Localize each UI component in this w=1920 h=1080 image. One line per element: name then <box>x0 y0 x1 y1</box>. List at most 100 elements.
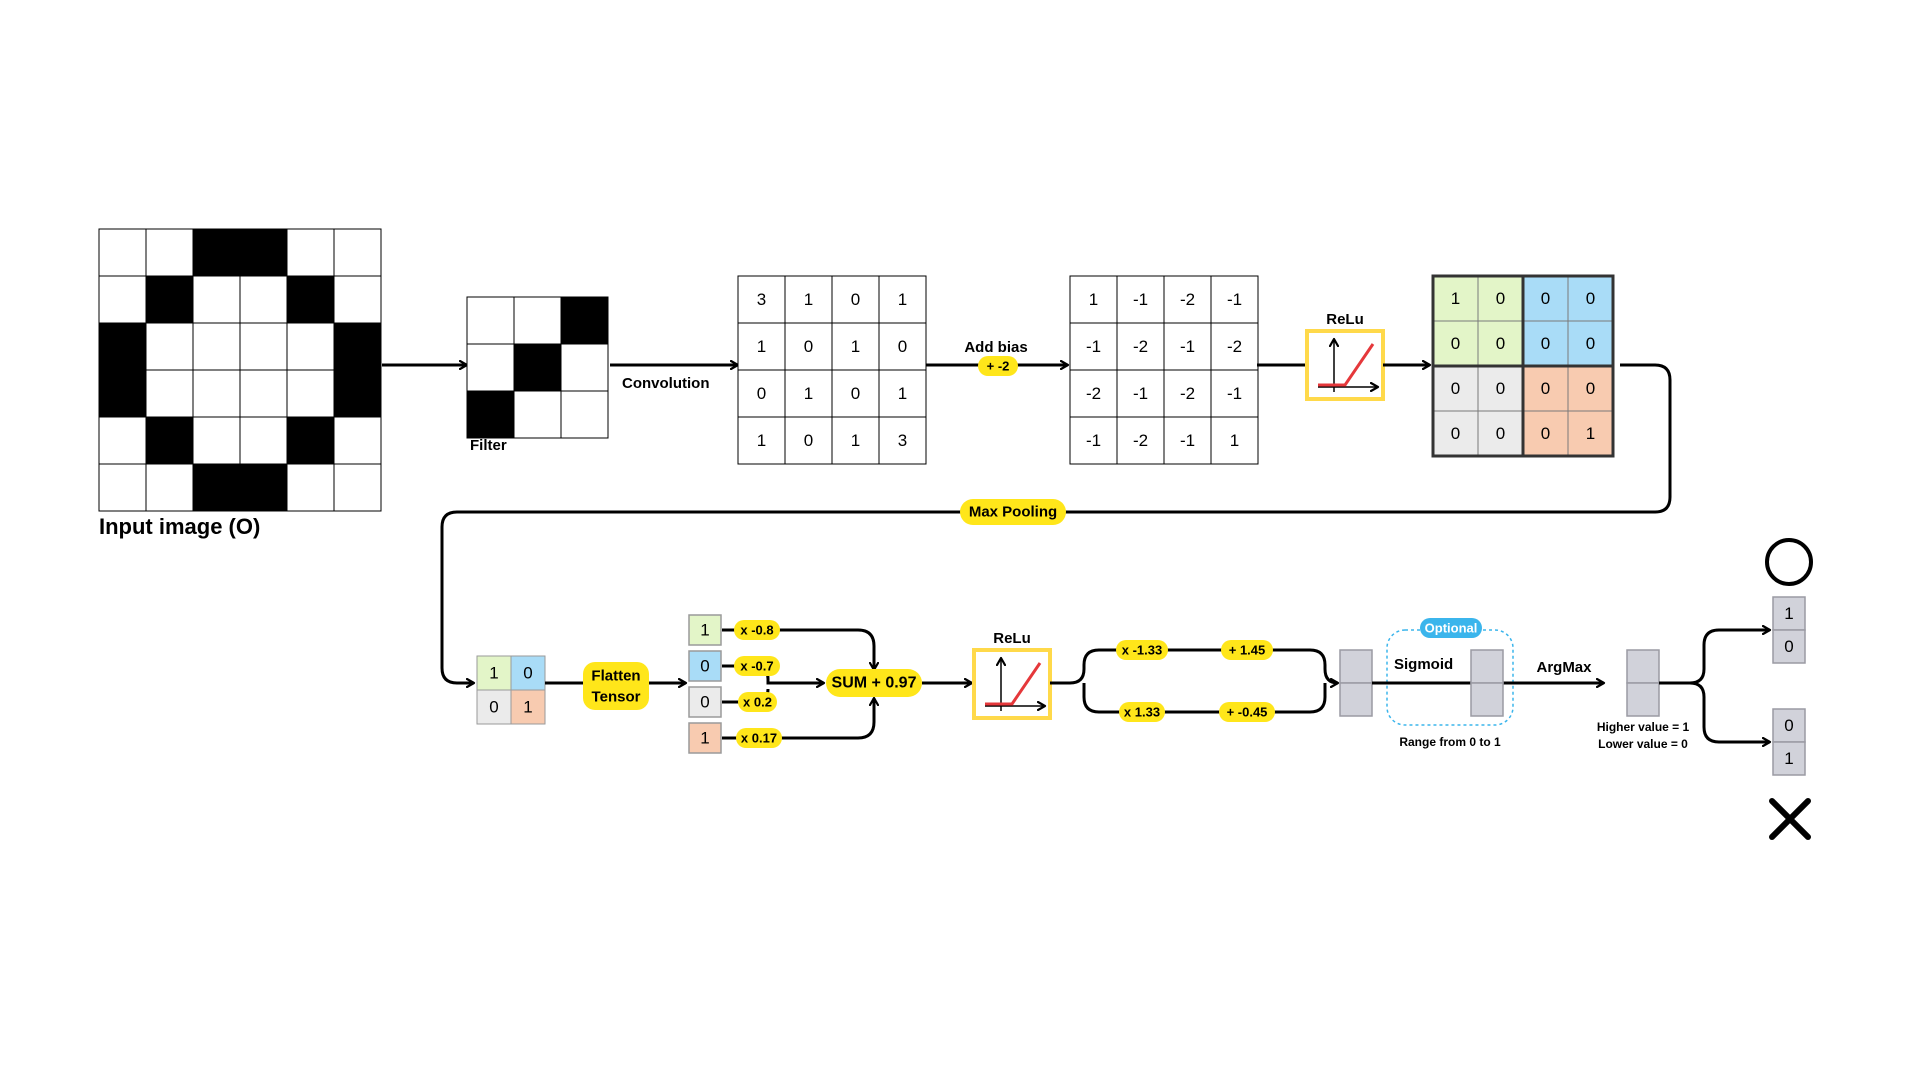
sigmoid-vector <box>1470 649 1504 717</box>
output-cell <box>1772 629 1806 664</box>
pixel-cell <box>333 369 382 418</box>
matrix-value: 1 <box>898 290 907 309</box>
branch-bottom-connector <box>1082 683 1327 714</box>
matrix-value: 1 <box>757 337 766 356</box>
circle-icon <box>1765 538 1813 586</box>
matrix-value: 1 <box>1089 290 1098 309</box>
matrix-value: 0 <box>804 337 813 356</box>
pixel-cell <box>333 275 382 324</box>
branch-top-weight: x -1.33 <box>1122 643 1162 658</box>
output-value: 0 <box>1784 637 1793 656</box>
pixel-cell <box>192 416 241 465</box>
pixel-cell <box>239 416 288 465</box>
pixel-cell <box>98 322 147 371</box>
pixel-cell <box>239 322 288 371</box>
filter-grid <box>466 296 609 439</box>
relu-label-1: ReLu <box>1326 311 1364 328</box>
weight-label: x -0.8 <box>740 623 773 638</box>
pixel-cell <box>466 390 515 439</box>
pixel-cell <box>466 296 515 345</box>
pixel-cell <box>145 228 194 277</box>
matrix-value: 0 <box>757 384 766 403</box>
matrix-value: 1 <box>851 337 860 356</box>
pixel-cell <box>192 369 241 418</box>
matrix-value: 1 <box>851 431 860 450</box>
matrix-cell <box>510 655 546 691</box>
matrix-value: 0 <box>851 290 860 309</box>
matrix-cell <box>784 322 833 371</box>
matrix-cell <box>1210 275 1259 324</box>
bias-value: + -2 <box>987 359 1010 374</box>
matrix-value: -1 <box>1133 384 1148 403</box>
bias-pill <box>978 356 1018 376</box>
sigmoid-note: Range from 0 to 1 <box>1399 735 1501 749</box>
argmax-vector <box>1626 649 1660 717</box>
weight-connector-4 <box>722 698 874 740</box>
matrix-cell <box>1210 369 1259 418</box>
weight-label: x 0.17 <box>741 731 777 746</box>
matrix-value: 0 <box>1496 424 1505 443</box>
pixel-cell <box>286 416 335 465</box>
matrix-value: 0 <box>523 664 532 683</box>
flattened-value: 0 <box>700 693 709 712</box>
logits-vector <box>1339 649 1373 717</box>
argmax-note-1: Higher value = 1 <box>1597 720 1690 734</box>
cross-icon <box>1769 798 1811 840</box>
matrix-value: 1 <box>1230 431 1239 450</box>
matrix-value: 3 <box>898 431 907 450</box>
matrix-value: 0 <box>1541 379 1550 398</box>
matrix-cell <box>878 369 927 418</box>
pixel-cell <box>286 369 335 418</box>
matrix-value: 0 <box>1451 379 1460 398</box>
pixel-cell <box>333 228 382 277</box>
matrix-cell <box>878 416 927 465</box>
sum-pill <box>826 669 922 697</box>
pixel-cell <box>513 343 562 392</box>
output-o-vector: 10 <box>1772 596 1806 664</box>
pixel-cell <box>98 275 147 324</box>
matrix-value: -1 <box>1086 431 1101 450</box>
pixel-cell <box>286 275 335 324</box>
output-value: 0 <box>1784 716 1793 735</box>
pixel-cell <box>192 275 241 324</box>
pixel-cell <box>98 228 147 277</box>
weight-pills: x -0.8x -0.7x 0.2x 0.17 <box>734 620 782 748</box>
matrix-cell <box>510 689 546 725</box>
matrix-value: -2 <box>1180 384 1195 403</box>
matrix-cell <box>1116 275 1165 324</box>
matrix-value: -2 <box>1086 384 1101 403</box>
branch-top-bias: + 1.45 <box>1229 643 1266 658</box>
matrix-cell <box>1567 320 1614 367</box>
matrix-cell <box>1116 322 1165 371</box>
pixel-cell <box>145 275 194 324</box>
matrix-cell <box>1477 320 1524 367</box>
relu-icon-2 <box>972 648 1052 720</box>
convolution-label: Convolution <box>622 375 709 392</box>
pixel-cell <box>98 369 147 418</box>
matrix-cell <box>784 416 833 465</box>
output-top-connector <box>1689 630 1770 685</box>
matrix-value: 0 <box>1496 334 1505 353</box>
flattened-cell <box>688 722 722 754</box>
pixel-cell <box>145 416 194 465</box>
matrix-cell <box>784 275 833 324</box>
matrix-value: 1 <box>1451 289 1460 308</box>
pixel-cell <box>560 343 609 392</box>
output-cell <box>1772 708 1806 743</box>
matrix-value: -1 <box>1180 431 1195 450</box>
matrix-cell <box>476 689 512 725</box>
branch-bottom-weight-pill <box>1119 702 1165 722</box>
flattened-cell <box>688 650 722 682</box>
matrix-cell <box>1069 416 1118 465</box>
matrix-value: -1 <box>1086 337 1101 356</box>
weight-label: x -0.7 <box>740 659 773 674</box>
matrix-cell <box>1163 275 1212 324</box>
flattened-cell <box>688 686 722 718</box>
input-image-title: Input image (O) <box>99 514 260 539</box>
matrix-cell <box>737 275 786 324</box>
matrix-cell <box>1210 416 1259 465</box>
matrix-value: 0 <box>898 337 907 356</box>
pixel-cell <box>286 228 335 277</box>
